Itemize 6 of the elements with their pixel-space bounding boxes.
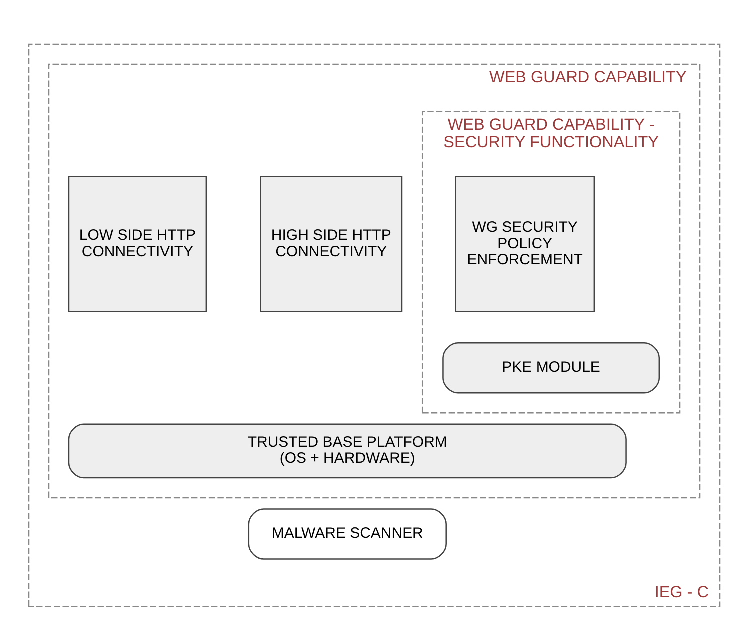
node-box: MALWARE SCANNER xyxy=(248,508,446,560)
node-box: TRUSTED BASE PLATFORM (OS + HARDWARE) xyxy=(68,424,626,479)
node-box: HIGH SIDE HTTP CONNECTIVITY xyxy=(260,176,402,312)
node-box: LOW SIDE HTTP CONNECTIVITY xyxy=(68,176,207,312)
node-box: WG SECURITY POLICY ENFORCEMENT xyxy=(454,176,595,312)
node-box: PKE MODULE xyxy=(442,342,660,394)
